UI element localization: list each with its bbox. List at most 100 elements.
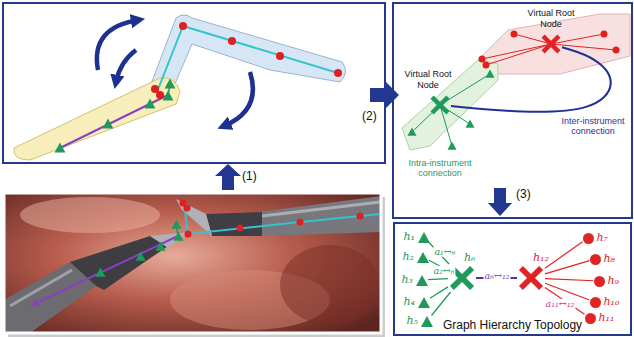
graph-node-triangle: h₅ (421, 316, 433, 327)
intra-connection (486, 44, 551, 65)
triangle-shape (421, 316, 433, 327)
keypoint (466, 120, 475, 128)
label-anchor: (3) (516, 188, 531, 202)
graph-root-node: h₁₂ (517, 264, 545, 292)
cross-stroke (543, 36, 559, 52)
node-label: h₄ (404, 296, 416, 309)
callout-text: Inter-instrument connection (556, 116, 630, 137)
keypoint (163, 91, 174, 101)
skeleton-line (60, 96, 166, 148)
keypoint (511, 31, 518, 38)
panel-frame (3, 3, 385, 163)
node-label: h₁₁ (599, 312, 615, 325)
triangle-shape (416, 275, 428, 286)
intra-connection (482, 44, 551, 59)
tissue (280, 245, 380, 325)
virtual-root-node: Virtual Root Node (429, 94, 451, 116)
instrument-shaft (258, 196, 381, 236)
triangle-shape (417, 252, 429, 263)
rotation-arrow (116, 50, 136, 82)
triangle-marker (418, 297, 430, 308)
graph-edge (545, 261, 590, 274)
instrument-jaw (176, 199, 212, 236)
skeleton-line (34, 236, 178, 304)
keypoint (448, 142, 457, 150)
label-anchor: Inter-instrument connection (556, 116, 630, 137)
label-anchor: (2) (362, 110, 377, 124)
edge-weight-label: a₁₁↔₁₂ (545, 299, 576, 309)
graph-node-triangle: h₁ (418, 232, 430, 243)
keypoint (103, 119, 114, 129)
node-label: h₆ (464, 252, 476, 265)
keypoint (184, 205, 191, 212)
keypoint (334, 69, 342, 77)
graph-edge (430, 287, 448, 298)
keypoint (483, 62, 490, 69)
cross-stroke (521, 268, 541, 288)
cross-stroke (543, 36, 559, 52)
graph-edge (545, 279, 594, 281)
panel-frame (393, 3, 632, 218)
node-label: h₁ (404, 231, 416, 244)
graph-edge (431, 292, 450, 316)
triangle-shape (418, 232, 430, 243)
edge-weight-label: a₁↔₆ (433, 247, 456, 257)
node-label: h₅ (407, 315, 419, 328)
edge-weight-label: a₆↔₁₂ (483, 271, 510, 281)
step-number: (2) (362, 110, 377, 124)
cross-stroke (432, 97, 448, 113)
graph-node-circle: h₉ (594, 276, 605, 287)
keypoint (237, 225, 244, 232)
step-arrow (370, 82, 399, 108)
step-arrow (215, 164, 241, 190)
node-label: h₇ (597, 232, 609, 245)
virtual-root-node: Virtual Root Node (540, 33, 562, 55)
circle-shape (590, 297, 601, 308)
step-number: (3) (516, 188, 531, 202)
node-label: h₃ (402, 274, 414, 287)
skeleton-line (157, 26, 338, 92)
node-label: h₁₂ (533, 252, 549, 265)
keypoint (136, 252, 146, 261)
graph-node-triangle: h₃ (416, 275, 428, 286)
keypoint (297, 219, 304, 226)
cross-stroke (432, 97, 448, 113)
graph-edge (545, 287, 585, 314)
cross-stroke (521, 268, 541, 288)
cross-marker (540, 33, 562, 55)
rotation-arrow (224, 72, 253, 126)
keypoint (479, 56, 486, 63)
keypoint (145, 99, 156, 109)
keypoint (613, 47, 620, 54)
triangle-marker (416, 275, 428, 286)
graph-node-circle: h₁₁ (585, 313, 596, 324)
keypoint (357, 213, 364, 220)
tissue (20, 197, 160, 233)
rotation-arrow (97, 20, 138, 70)
graph-node-circle: h₇ (583, 233, 594, 244)
graph-node-circle: h₈ (590, 254, 601, 265)
keypoint (179, 22, 187, 30)
triangle-marker (421, 316, 433, 327)
node-label: h₉ (608, 275, 620, 288)
node-label: h₂ (403, 251, 415, 264)
node-label: Virtual Root Node (520, 8, 582, 29)
keypoint (174, 232, 184, 241)
keypoint (408, 128, 417, 136)
callout-text: Intra-instrument connection (400, 158, 480, 179)
keypoint (185, 231, 192, 238)
keypoint (156, 242, 166, 251)
keypoint (601, 31, 608, 38)
intra-connection (551, 44, 616, 50)
node-label: Virtual Root Node (397, 69, 459, 90)
panel-title: Graph Hierarchy Topology (443, 319, 582, 333)
label-anchor: (1) (242, 170, 257, 184)
photo-frame (4, 193, 381, 333)
keypoint (228, 37, 236, 45)
circle-marker (594, 276, 605, 287)
graph-node-circle: h₁₀ (590, 297, 601, 308)
surgical-photo (4, 193, 381, 333)
cross-marker (517, 264, 545, 292)
triangle-shape (418, 297, 430, 308)
graph-edge (428, 279, 448, 280)
